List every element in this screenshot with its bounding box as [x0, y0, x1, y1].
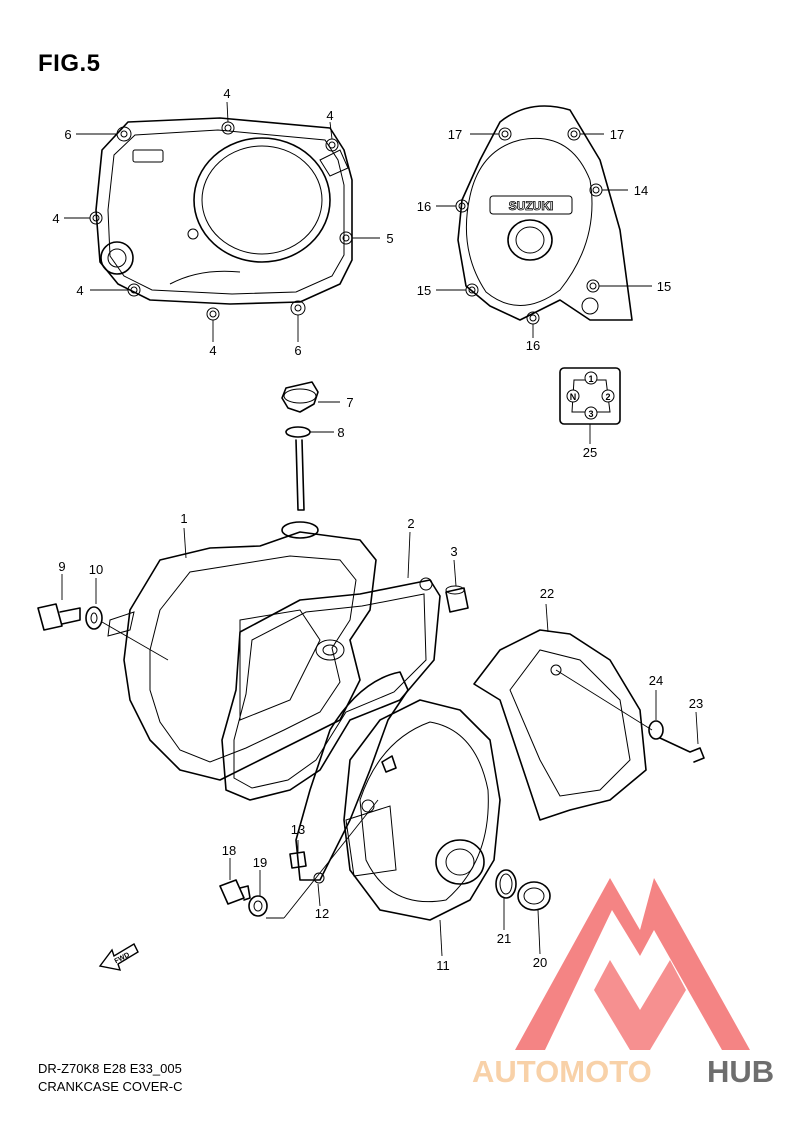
- bolt-and-washer-left: [37, 574, 169, 661]
- callout-20: 20: [533, 955, 547, 970]
- callout-16-left: 16: [417, 199, 431, 214]
- fwd-label: FWD: [114, 952, 131, 966]
- indicator-pos-3: 3: [588, 409, 593, 419]
- drain-plug-part: [219, 799, 379, 919]
- callout-2: 2: [407, 516, 414, 531]
- part-group-label: CRANKCASE COVER-C: [38, 1079, 183, 1094]
- callout-5: 5: [386, 231, 393, 246]
- automotohub-watermark: AUTOMOTO HUB: [472, 878, 774, 1089]
- callout-10: 10: [89, 562, 103, 577]
- callout-17-left: 17: [448, 127, 462, 142]
- crankcase-cover-main: [107, 521, 377, 781]
- callout-4-left: 4: [52, 211, 59, 226]
- callout-18: 18: [222, 843, 236, 858]
- dowel-pin-13: [289, 840, 307, 869]
- callout-23: 23: [689, 696, 703, 711]
- callout-1: 1: [180, 511, 187, 526]
- callout-24: 24: [649, 673, 663, 688]
- callout-4-lower-left: 4: [76, 283, 83, 298]
- model-code-label: DR-Z70K8 E28 E33_005: [38, 1061, 182, 1076]
- clutch-cover-top-view: [64, 101, 380, 342]
- gasket-part: [221, 531, 441, 801]
- callout-8: 8: [337, 425, 344, 440]
- callout-19: 19: [253, 855, 267, 870]
- callout-4-top: 4: [223, 86, 230, 101]
- indicator-pos-2: 2: [605, 392, 610, 402]
- callout-25: 25: [583, 445, 597, 460]
- callout-12: 12: [315, 906, 329, 921]
- magneto-cover-part: [343, 699, 501, 957]
- callout-16-bottom: 16: [526, 338, 540, 353]
- callout-6-bottom: 6: [294, 343, 301, 358]
- callout-6-left: 6: [64, 127, 71, 142]
- callout-14: 14: [634, 183, 648, 198]
- gear-indicator-part: 1 N 2 3: [559, 367, 621, 444]
- sprocket-cover-part: [473, 603, 705, 821]
- callout-22: 22: [540, 586, 554, 601]
- indicator-pos-n: N: [570, 392, 577, 402]
- oring-and-cap-right: [317, 869, 551, 955]
- callout-11: 11: [436, 958, 450, 973]
- callout-labels: 4 4 6 4 5 4 4 6 17 17 16 14 15 15 16 7 8…: [52, 86, 703, 973]
- callout-21: 21: [497, 931, 511, 946]
- callout-3: 3: [450, 544, 457, 559]
- figure-title: FIG.5: [38, 50, 101, 77]
- callout-9: 9: [58, 559, 65, 574]
- magneto-cover-gasket: [295, 671, 409, 884]
- magneto-cover-top-view: SUZUKI: [436, 105, 652, 338]
- callout-4-bottom: 4: [209, 343, 216, 358]
- oil-filler-cap-part: [281, 381, 340, 511]
- callout-13: 13: [291, 822, 305, 837]
- callout-7: 7: [346, 395, 353, 410]
- indicator-pos-1: 1: [588, 374, 593, 384]
- callout-17-right: 17: [610, 127, 624, 142]
- forward-direction-arrow: FWD: [98, 943, 139, 971]
- watermark-text-light: AUTOMOTO: [472, 1054, 652, 1089]
- callout-15-right: 15: [657, 279, 671, 294]
- watermark-text-dark: HUB: [707, 1054, 774, 1089]
- callout-4-top-right: 4: [326, 108, 333, 123]
- dowel-pin-part: [445, 559, 469, 613]
- callout-15-left: 15: [417, 283, 431, 298]
- suzuki-logo-text: SUZUKI: [509, 199, 554, 213]
